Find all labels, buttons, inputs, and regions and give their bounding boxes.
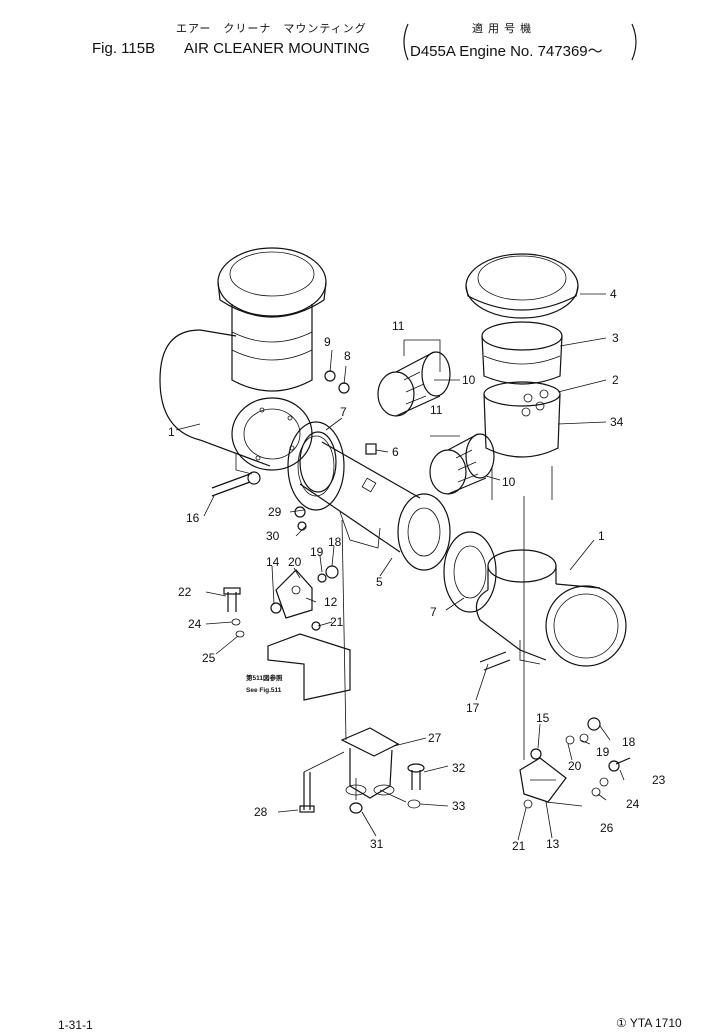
right-air-cleaner xyxy=(475,549,627,667)
callout-32: 32 xyxy=(452,761,466,775)
ring-3 xyxy=(481,321,563,385)
cap-4 xyxy=(465,253,579,319)
callout-29: 29 xyxy=(268,505,282,519)
callout-19-left: 19 xyxy=(310,545,324,559)
left-air-cleaner xyxy=(159,247,327,475)
callout-34: 34 xyxy=(610,415,624,429)
figure-title: AIR CLEANER MOUNTING xyxy=(184,40,370,57)
callout-17: 17 xyxy=(466,701,480,715)
gasket-left xyxy=(287,421,345,511)
callout-30: 30 xyxy=(266,529,280,543)
support-27 xyxy=(340,727,400,799)
callout-6: 6 xyxy=(392,445,399,459)
callout-23: 23 xyxy=(652,773,666,787)
callout-18-right: 18 xyxy=(622,735,636,749)
callout-27: 27 xyxy=(428,731,442,745)
bracket-left xyxy=(403,23,409,61)
document-code: ① YTA 1710 xyxy=(616,1016,682,1030)
bracket-12 xyxy=(270,569,313,619)
callout-13: 13 xyxy=(546,837,560,851)
callout-19-right: 19 xyxy=(596,745,610,759)
callout-28: 28 xyxy=(254,805,268,819)
callout-20-right: 20 xyxy=(568,759,582,773)
callout-2: 2 xyxy=(612,373,619,387)
callout-10-lower: 10 xyxy=(502,475,516,489)
callout-12: 12 xyxy=(324,595,338,609)
callout-24-right: 24 xyxy=(626,797,640,811)
callout-1-left: 1 xyxy=(168,425,175,439)
callout-14: 14 xyxy=(266,555,280,569)
callout-24-left: 24 xyxy=(188,617,202,631)
japanese-applicability-label: 適 用 号 機 xyxy=(472,23,533,35)
callout-7-upper: 7 xyxy=(340,405,347,419)
callout-15: 15 xyxy=(536,711,550,725)
callout-18-left: 18 xyxy=(328,535,342,549)
hose-upper xyxy=(377,351,451,417)
callout-16: 16 xyxy=(186,511,200,525)
callout-33: 33 xyxy=(452,799,466,813)
callout-26: 26 xyxy=(600,821,614,835)
callout-22: 22 xyxy=(178,585,192,599)
assembly-guide xyxy=(491,466,553,500)
page-code: 1-31-1 xyxy=(58,1018,93,1032)
callout-21-left: 21 xyxy=(330,615,344,629)
hose-lower xyxy=(429,433,495,495)
callout-1-right: 1 xyxy=(598,529,605,543)
leader-lines xyxy=(175,293,625,841)
callout-20-left: 20 xyxy=(288,555,302,569)
callout-9: 9 xyxy=(324,335,331,349)
bracket-13 xyxy=(519,748,567,803)
callout-11-lower: 11 xyxy=(430,403,443,417)
gasket-right xyxy=(443,531,497,613)
hardware xyxy=(211,370,631,814)
callout-3: 3 xyxy=(612,331,619,345)
figure-number: Fig. 115B xyxy=(92,40,156,57)
callout-31: 31 xyxy=(370,837,384,851)
connecting-tube xyxy=(299,431,451,571)
document-code-text: YTA 1710 xyxy=(629,1016,682,1030)
element-2 xyxy=(483,381,561,458)
bracket-right xyxy=(631,23,637,61)
callout-25: 25 xyxy=(202,651,216,665)
applicability: D455A Engine No. 747369～ xyxy=(410,43,603,60)
callout-21-right: 21 xyxy=(512,839,526,853)
support-bracket-ref xyxy=(267,633,351,701)
reference-note-en: See Fig.511 xyxy=(246,687,282,694)
callout-10-upper: 10 xyxy=(462,373,476,387)
callout-4: 4 xyxy=(610,287,617,301)
callout-7-lower: 7 xyxy=(430,605,437,619)
japanese-title: エアー クリーナ マウンティング xyxy=(176,23,367,35)
reference-note-jp: 第511図参照 xyxy=(246,673,283,682)
circled-one-icon: ① xyxy=(616,1016,627,1030)
callout-numbers: 1 1 2 3 4 5 6 7 7 8 9 10 10 11 11 12 13 … xyxy=(168,287,666,853)
callout-11-upper: 11 xyxy=(392,319,405,333)
callout-5: 5 xyxy=(376,575,383,589)
callout-bracket-11a xyxy=(403,339,441,372)
callout-8: 8 xyxy=(344,349,351,363)
